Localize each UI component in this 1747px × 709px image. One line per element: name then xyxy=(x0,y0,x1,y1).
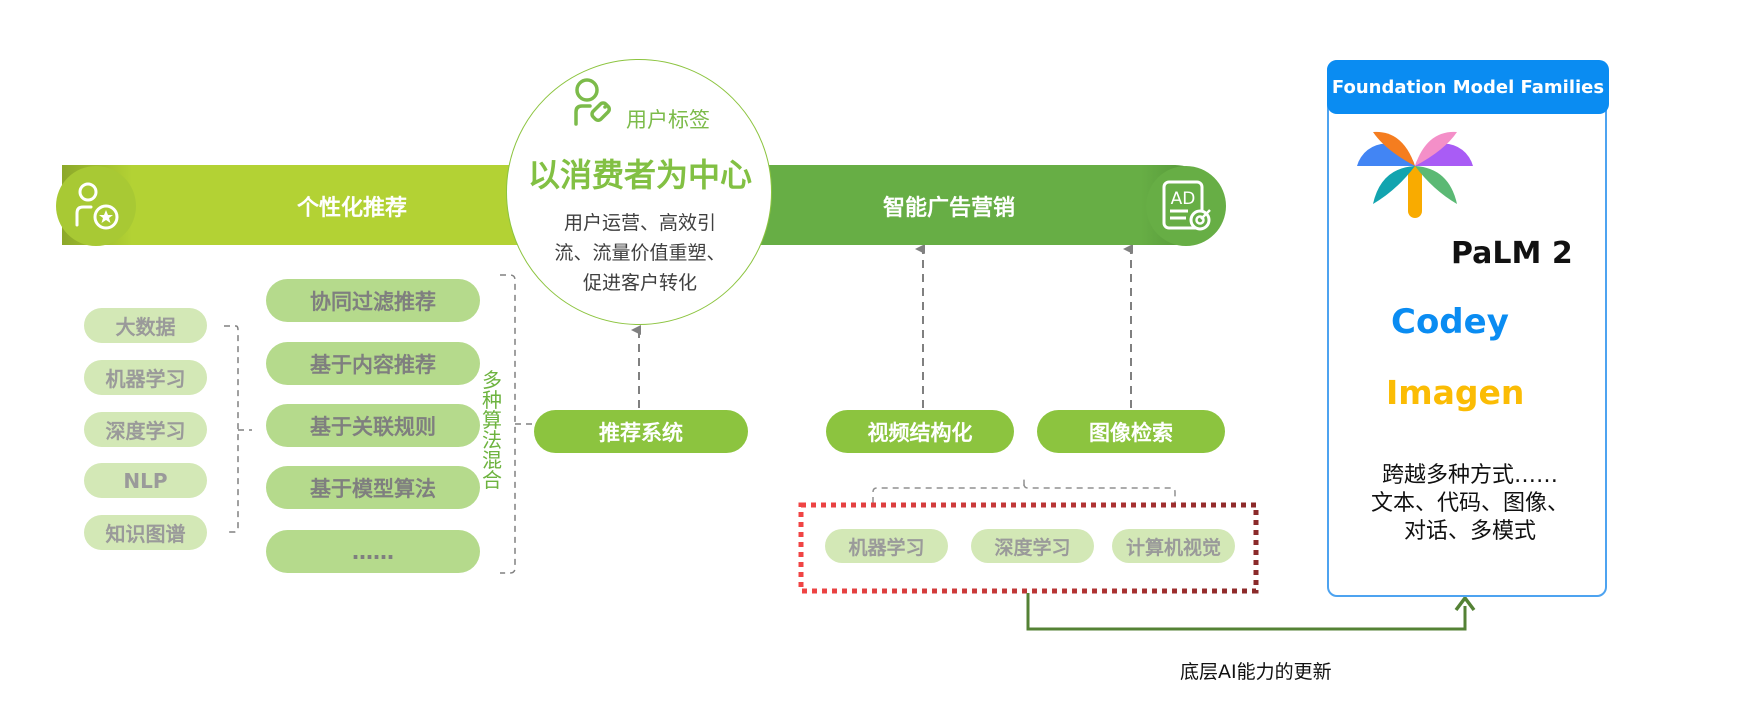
svg-text:AD: AD xyxy=(1171,189,1196,209)
personalized-recommendation-label: 个性化推荐 xyxy=(297,196,408,221)
algorithms-bracket xyxy=(500,274,532,574)
algorithm-pill-content-based: 基于内容推荐 xyxy=(266,342,480,385)
update-arrow-line xyxy=(1026,593,1467,631)
video-structuring-pill: 视频结构化 xyxy=(826,410,1014,453)
ai-base-pill-computer-vision: 计算机视觉 xyxy=(1112,529,1235,563)
consumer-centric-circle xyxy=(506,59,772,325)
consumer-centric-title: 以消费者为中心 xyxy=(528,156,753,194)
foundation-pill-knowledge-graph: 知识图谱 xyxy=(84,515,207,550)
image-retrieval-pill: 图像检索 xyxy=(1037,410,1225,453)
foundation-model-families-header: Foundation Model Families xyxy=(1327,60,1609,114)
fm-desc-line: 对话、多模式 xyxy=(1403,519,1536,544)
recommend-system-pill: 推荐系统 xyxy=(534,410,748,453)
user-star-icon xyxy=(56,166,136,246)
personalized-recommendation-bar: 个性化推荐 xyxy=(62,165,562,245)
ai-base-pill-machine-learning: 机器学习 xyxy=(825,529,948,563)
user-tag-icon xyxy=(568,76,616,132)
smart-ad-marketing-bar: 智能广告营销 xyxy=(720,165,1215,245)
foundations-bracket xyxy=(224,325,252,533)
foundation-pill-machine-learning: 机器学习 xyxy=(84,360,207,395)
palm-tree-logo xyxy=(1355,124,1475,224)
center-desc-line: 促进客户转化 xyxy=(582,272,697,294)
ai-capability-update-label: 底层AI能力的更新 xyxy=(1180,661,1332,683)
algorithm-pill-more: …… xyxy=(266,530,480,573)
model-codey: Codey xyxy=(1391,302,1509,342)
fm-desc-line: 跨越多种方式…… xyxy=(1381,463,1558,488)
ad-target-icon: AD xyxy=(1146,166,1226,246)
model-palm2: PaLM 2 xyxy=(1451,236,1573,271)
foundation-models-description: 跨越多种方式…… 文本、代码、图像、 对话、多模式 xyxy=(1350,462,1590,546)
ai-base-pill-deep-learning: 深度学习 xyxy=(971,529,1094,563)
update-arrowhead xyxy=(1454,595,1476,612)
algorithm-mix-label: 多种算法混合 xyxy=(482,368,502,492)
center-desc-line: 流、流量价值重塑、 xyxy=(554,242,726,264)
foundation-pill-deep-learning: 深度学习 xyxy=(84,412,207,447)
center-desc-line: 用户运营、高效引 xyxy=(563,212,716,234)
model-imagen: Imagen xyxy=(1386,373,1525,412)
algorithm-pill-model-based: 基于模型算法 xyxy=(266,466,480,509)
foundation-pill-nlp: NLP xyxy=(84,463,207,498)
fm-desc-line: 文本、代码、图像、 xyxy=(1370,491,1569,516)
ai-base-bracket xyxy=(872,476,1176,503)
center-description: 用户运营、高效引 流、流量价值重塑、 促进客户转化 xyxy=(540,208,740,298)
user-tag-label: 用户标签 xyxy=(626,108,710,132)
foundation-pill-big-data: 大数据 xyxy=(84,308,207,343)
smart-ad-marketing-label: 智能广告营销 xyxy=(883,196,1016,221)
algorithm-pill-association-rules: 基于关联规则 xyxy=(266,404,480,447)
algorithm-pill-collaborative-filtering: 协同过滤推荐 xyxy=(266,279,480,322)
